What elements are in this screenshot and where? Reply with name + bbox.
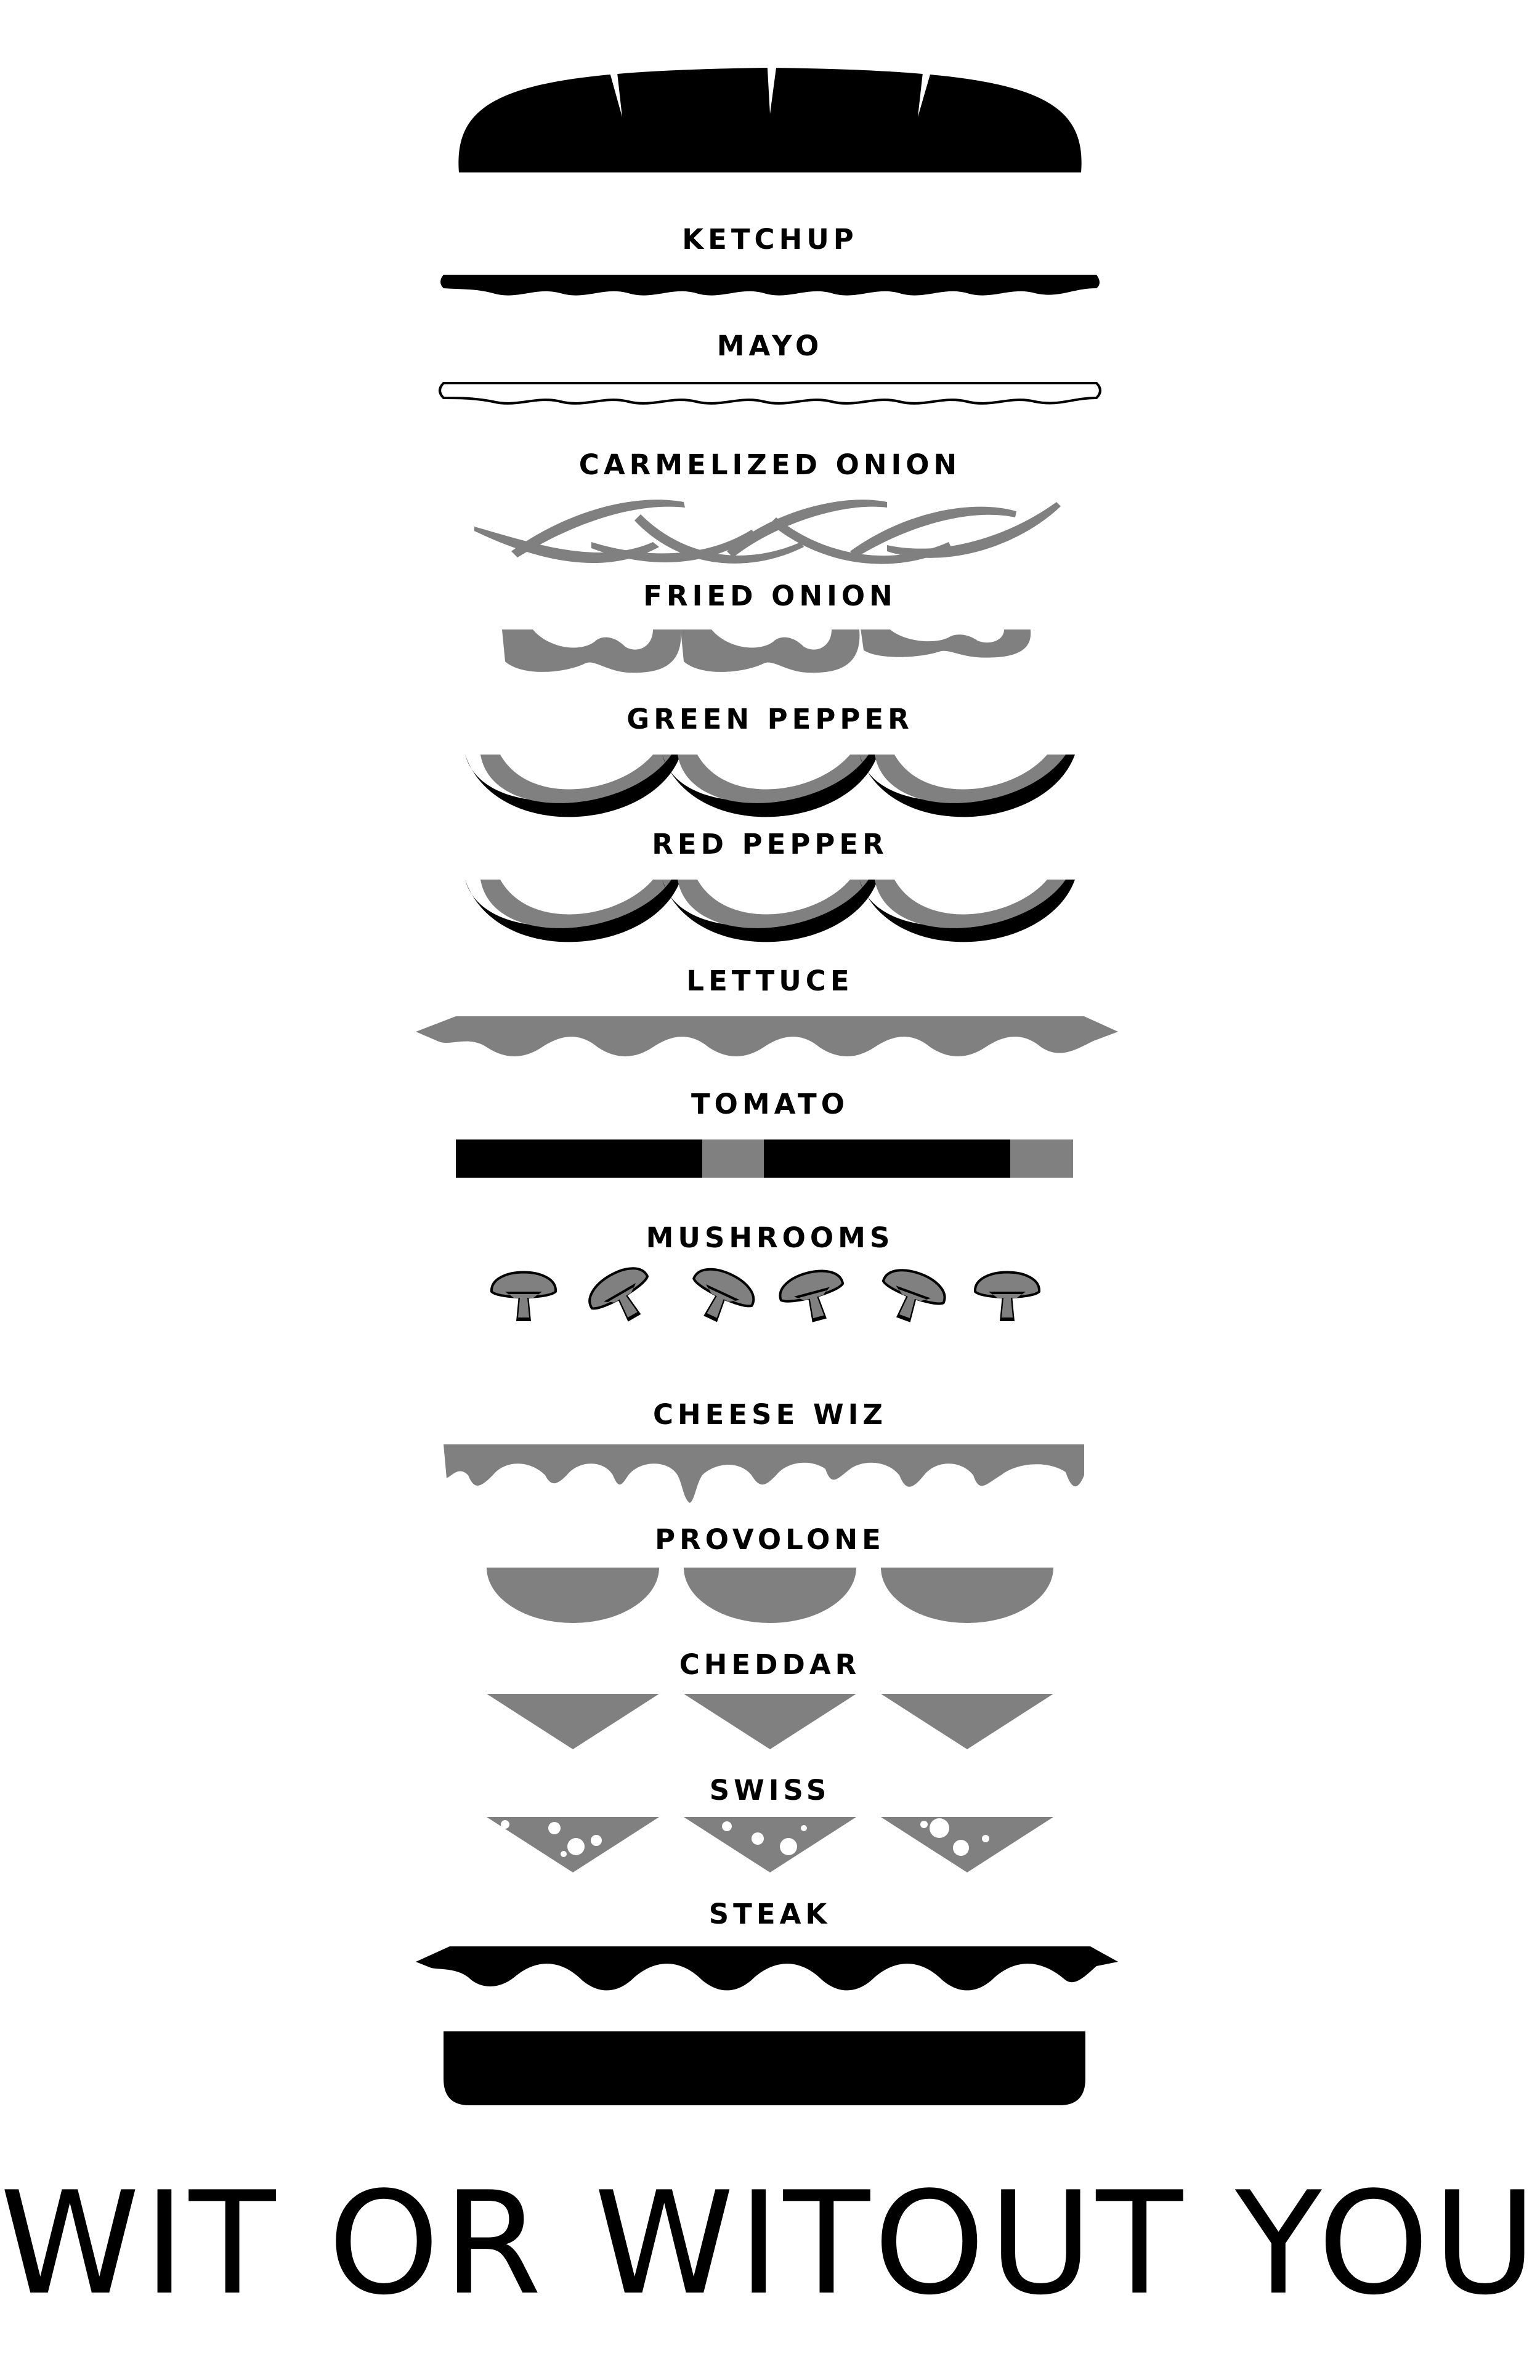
bottom-bun [444, 2031, 1085, 2105]
layer-label-green-pepper: GREEN PEPPER [626, 703, 913, 735]
lettuce-layer [416, 1016, 1118, 1056]
layer-label-provolone: PROVOLONE [655, 1523, 885, 1556]
provolone-layer [487, 1568, 1053, 1623]
layer-label-steak: STEAK [709, 1898, 832, 1930]
swiss-layer [487, 1817, 1053, 1872]
mushrooms-layer [490, 1258, 1041, 1335]
layer-label-fried-onion: FRIED ONION [643, 580, 896, 612]
layer-label-mushrooms: MUSHROOMS [646, 1221, 894, 1254]
layer-label-red-pepper: RED PEPPER [652, 828, 888, 860]
red-pepper-layer [465, 880, 1075, 942]
layer-label-mayo: MAYO [717, 330, 824, 362]
layer-label-lettuce: LETTUCE [686, 965, 853, 997]
green-pepper-layer [465, 755, 1075, 817]
cheddar-layer [487, 1694, 1053, 1749]
ketchup-layer [440, 275, 1100, 296]
layer-label-cheese-wiz: CHEESE WIZ [653, 1398, 887, 1431]
mayo-layer [439, 382, 1101, 405]
layer-label-ketchup: KETCHUP [682, 223, 858, 256]
carmelized-onion-layer [474, 500, 1061, 564]
layer-label-carmelized-onion: CARMELIZED ONION [579, 448, 961, 481]
layer-label-cheddar: CHEDDAR [679, 1648, 861, 1681]
tomato-layer [456, 1139, 1073, 1178]
cheese-wiz-layer [444, 1444, 1084, 1503]
layer-label-swiss: SWISS [710, 1774, 831, 1807]
steak-layer [416, 1946, 1118, 1991]
fried-onion-layer [502, 629, 1031, 673]
poster-headline: WIT OR WITOUT YOU [0, 2162, 1540, 2326]
top-bun [458, 59, 1082, 172]
layer-label-tomato: TOMATO [691, 1088, 849, 1120]
